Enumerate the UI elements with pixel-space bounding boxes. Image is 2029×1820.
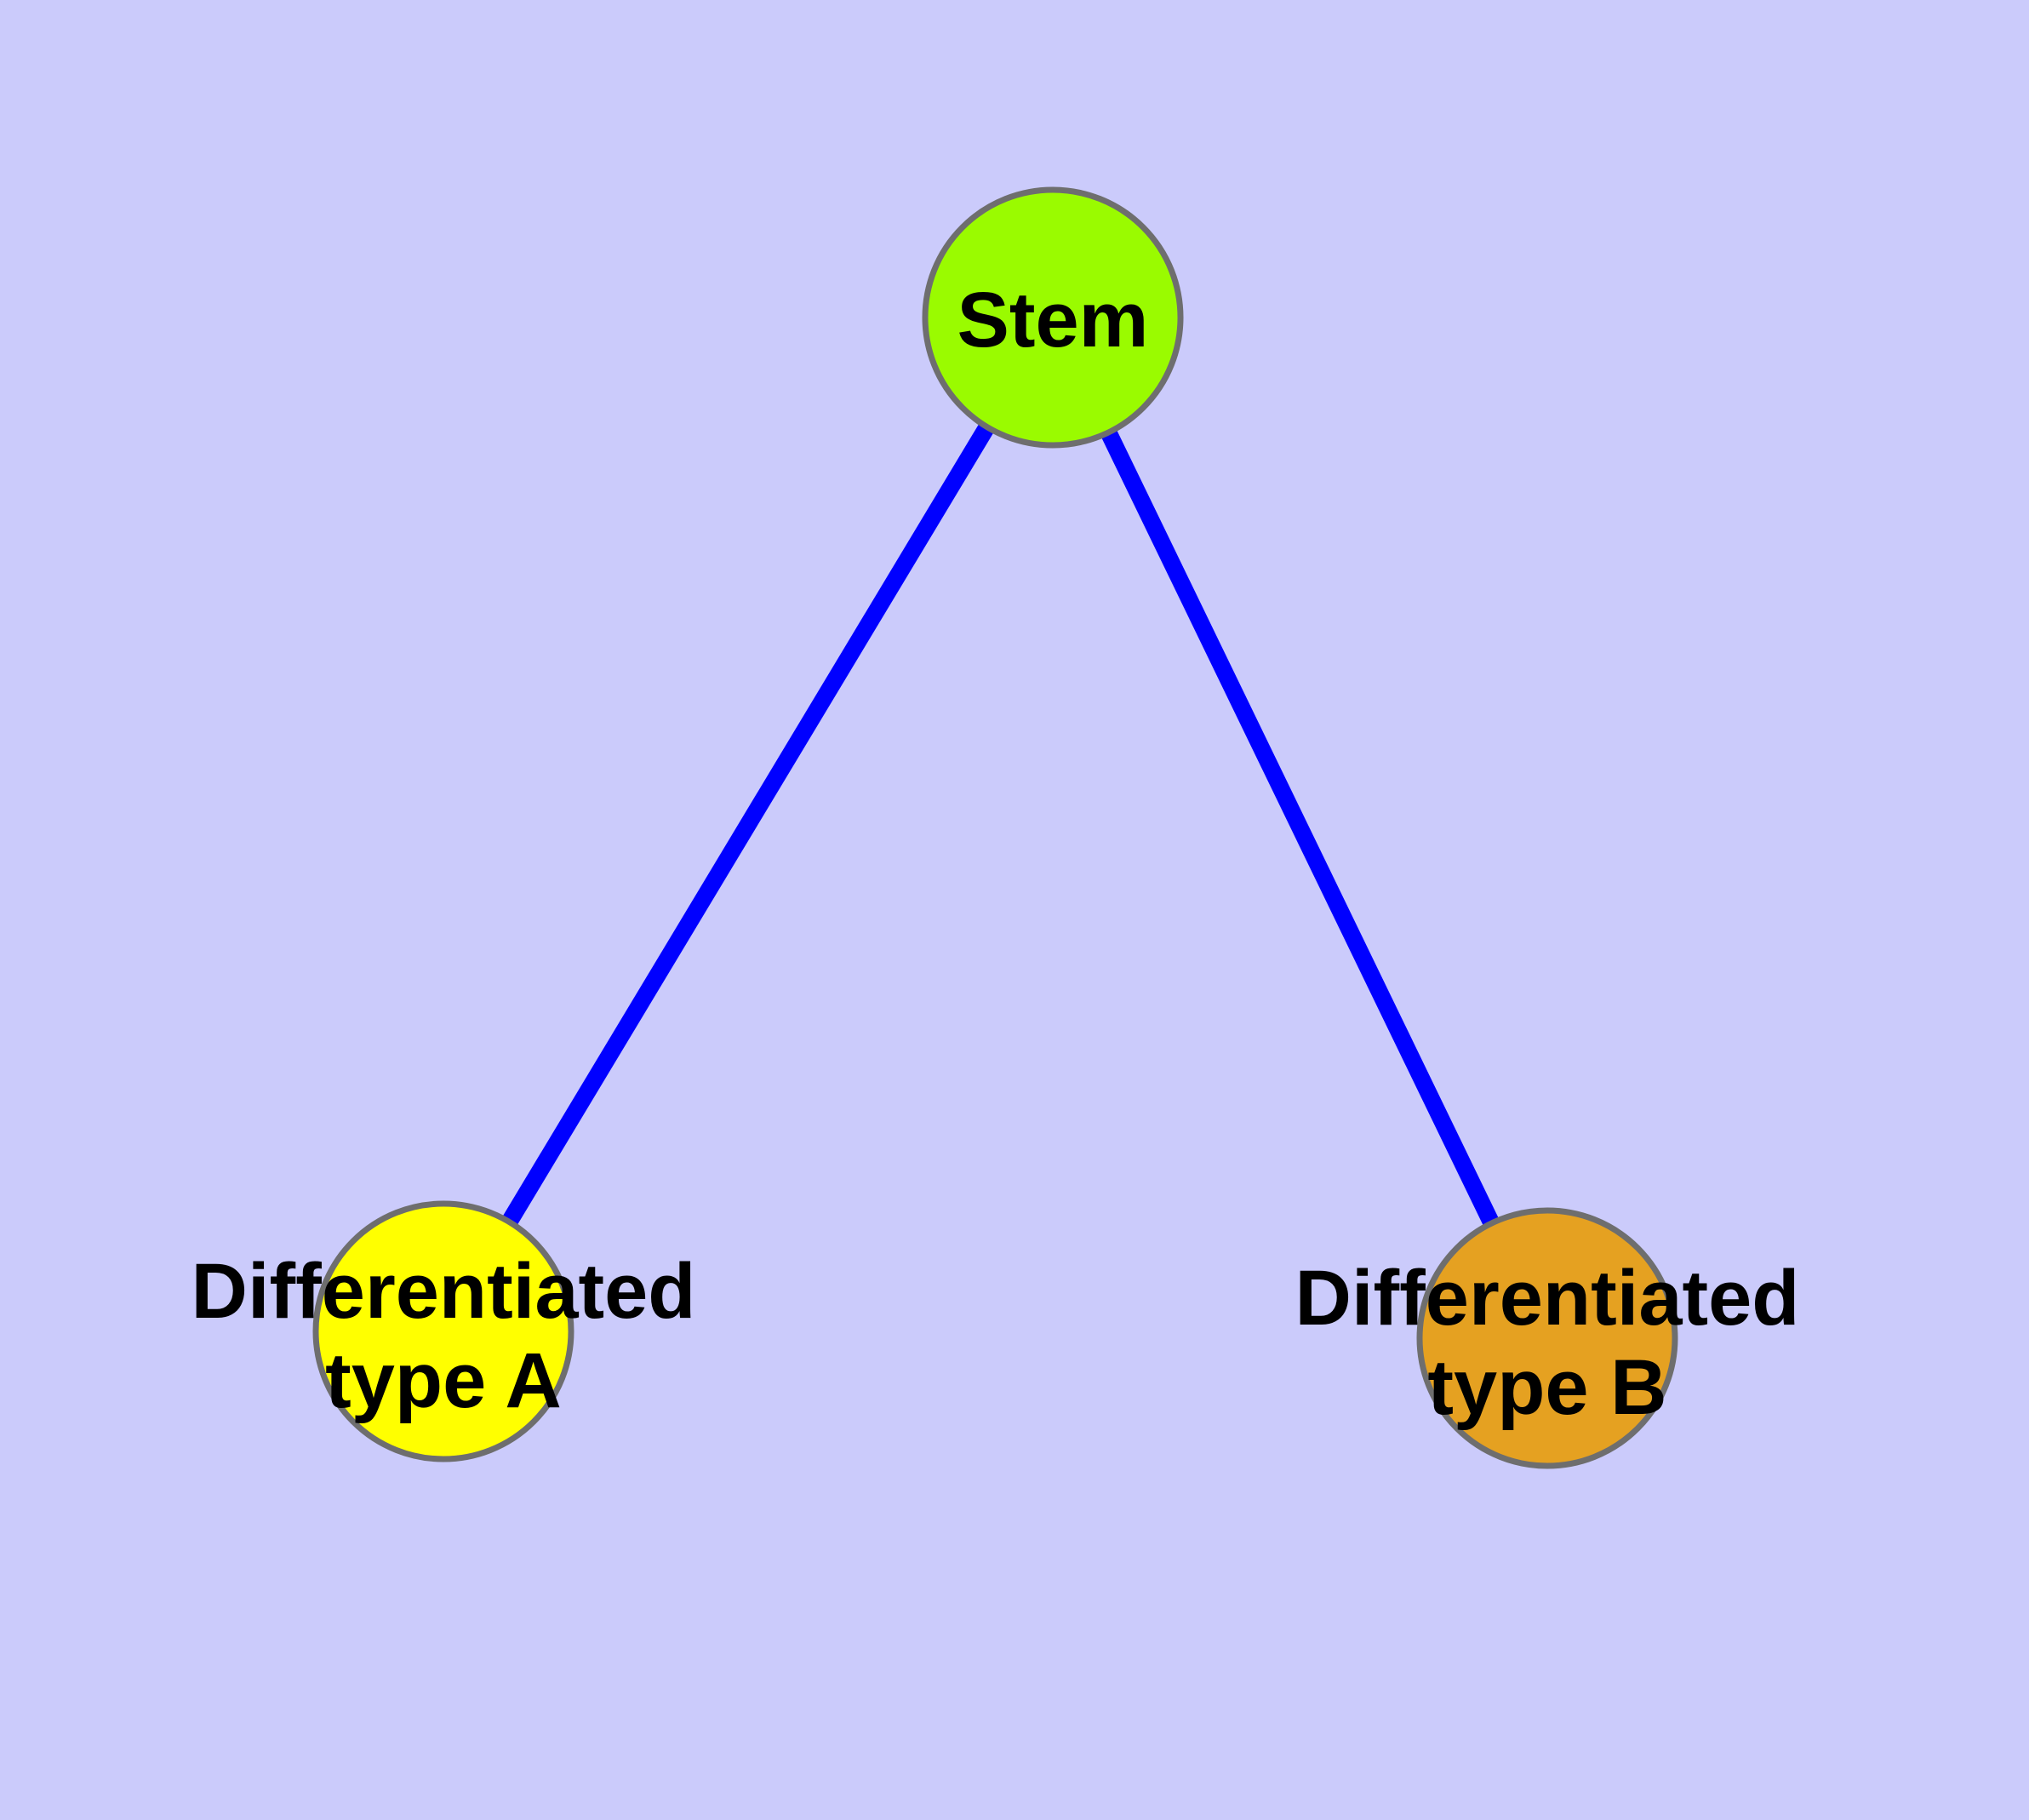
node-differentiated-type-a	[312, 1200, 574, 1462]
node-stem-label: Stem	[957, 277, 1149, 363]
node-differentiated-type-b	[1416, 1207, 1678, 1469]
edge-stem-to-type-a	[436, 312, 1060, 1336]
node-differentiated-type-a-label-line1: Differentiated	[191, 1248, 696, 1335]
node-differentiated-type-a-label-line2: type A	[325, 1337, 562, 1424]
edge-stem-to-type-b	[1045, 313, 1555, 1342]
node-differentiated-type-b-label-line1: Differentiated	[1295, 1255, 1800, 1342]
node-differentiated-type-b-label-line2: type B	[1427, 1344, 1666, 1431]
node-stem	[922, 186, 1184, 449]
